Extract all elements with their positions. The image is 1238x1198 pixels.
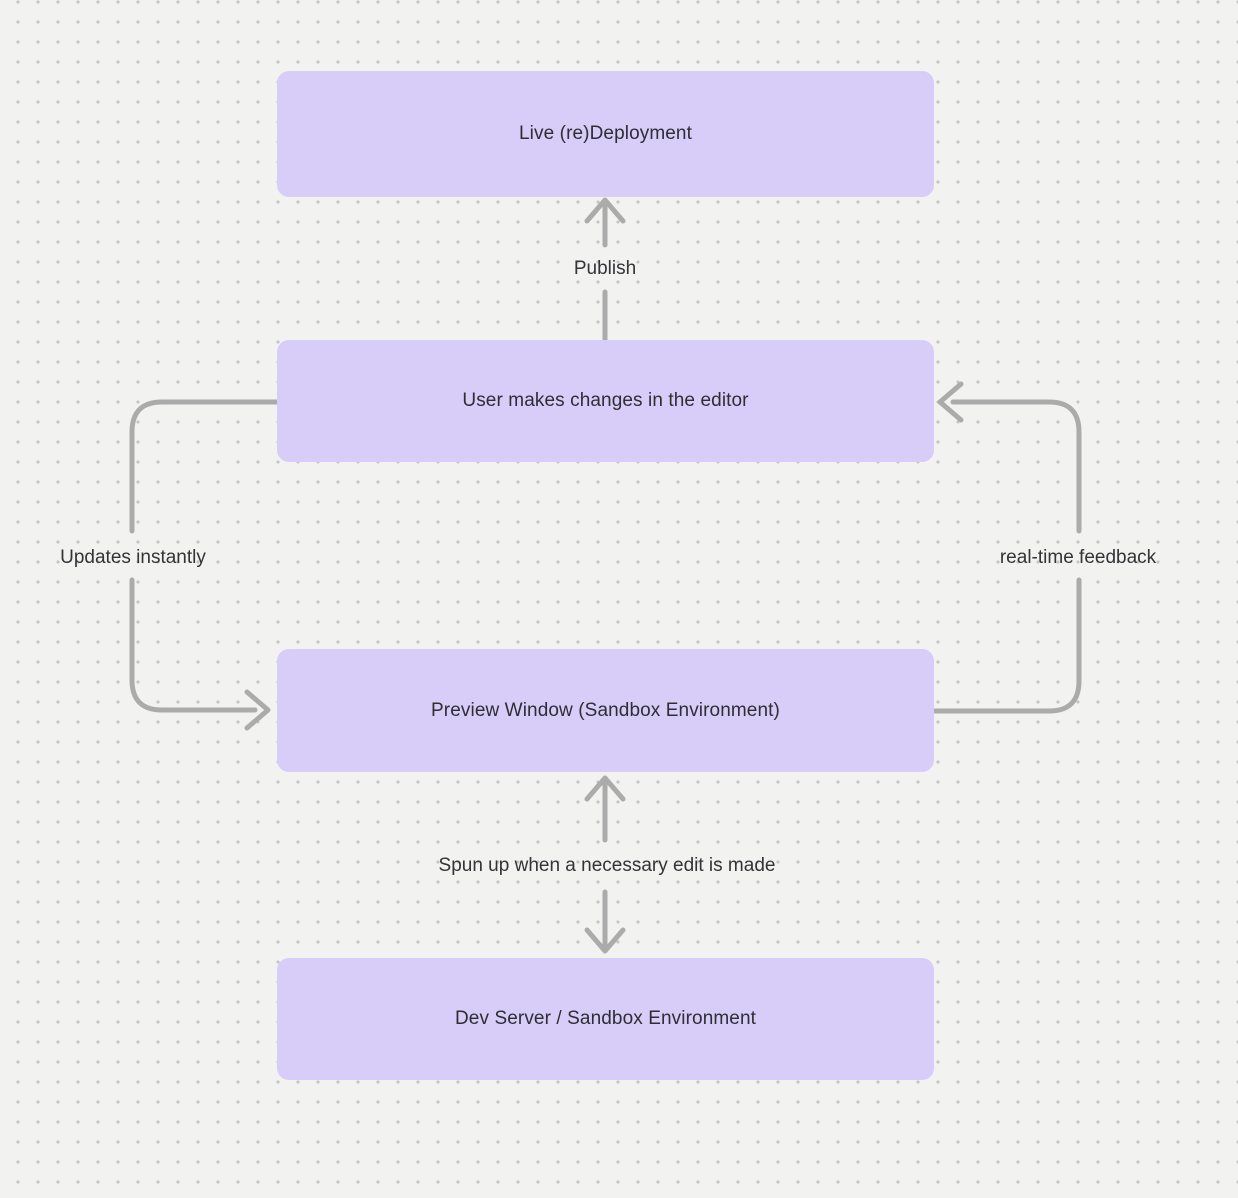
edge-label-publish: Publish xyxy=(573,258,637,279)
edge-label-spun-up: Spun up when a necessary edit is made xyxy=(438,855,776,876)
edge-label-updates-instantly: Updates instantly xyxy=(60,547,206,568)
arrowhead-right-icon xyxy=(244,689,271,731)
node-dev-server[interactable]: Dev Server / Sandbox Environment xyxy=(277,958,934,1080)
node-label: Dev Server / Sandbox Environment xyxy=(454,1008,756,1029)
edge-label-realtime-feedback: real-time feedback xyxy=(999,547,1157,568)
arrowhead-down-icon xyxy=(584,927,626,954)
node-label: User makes changes in the editor xyxy=(462,390,749,411)
arrowhead-left-icon xyxy=(937,381,964,423)
node-label: Live (re)Deployment xyxy=(519,123,692,144)
node-label: Preview Window (Sandbox Environment) xyxy=(431,699,780,721)
edge-updates-segment-upper xyxy=(129,399,280,534)
node-live-deployment[interactable]: Live (re)Deployment xyxy=(277,71,934,197)
arrowhead-up-icon xyxy=(584,197,626,224)
edge-feedback-segment-lower xyxy=(932,577,1082,714)
edge-feedback-segment-upper xyxy=(950,399,1082,534)
edge-updates-segment-lower xyxy=(129,577,258,713)
node-user-editor[interactable]: User makes changes in the editor xyxy=(277,340,934,462)
arrowhead-up-icon xyxy=(584,775,626,802)
node-preview-window[interactable]: Preview Window (Sandbox Environment) xyxy=(277,649,934,772)
